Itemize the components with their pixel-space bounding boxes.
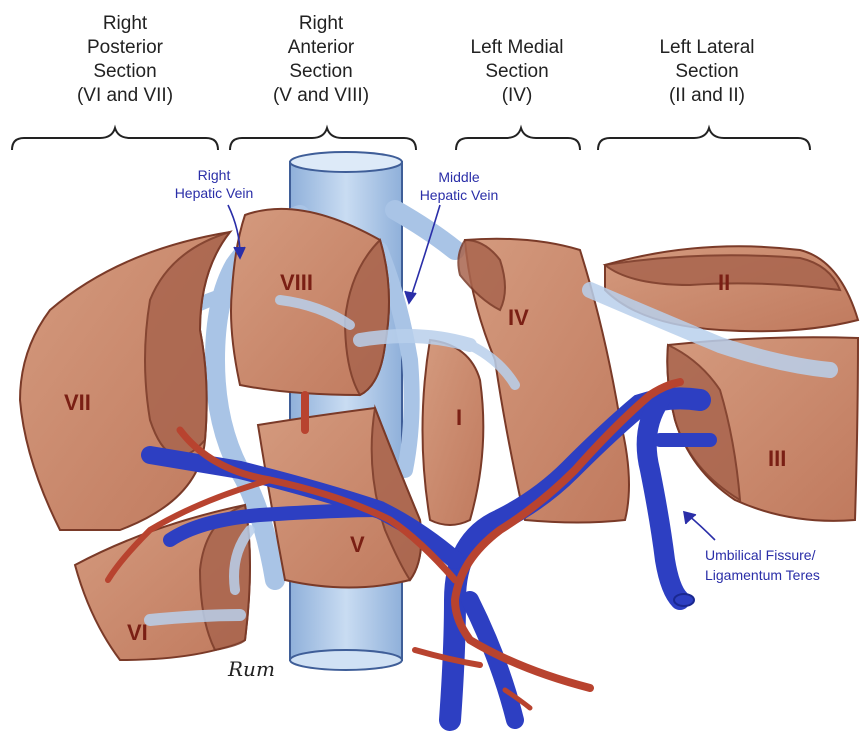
callout-line: Ligamentum Teres [705,567,820,583]
segment-label-v: V [350,532,365,557]
segment-label-vi: VI [127,620,148,645]
arrowhead-umbilical-fissure [684,512,696,524]
brace-right-posterior [12,128,218,150]
segment-vii-lobe [20,232,230,530]
callout-line: Middle [438,169,479,185]
brace-right-anterior [230,128,416,150]
callout-right-hepatic-vein: Right Hepatic Vein [175,167,254,201]
segment-label-iv: IV [508,305,529,330]
callout-line: Umbilical Fissure/ [705,547,816,563]
callout-line: Hepatic Vein [420,187,499,203]
arrow-umbilical-fissure [688,515,715,540]
callout-line: Right [198,167,231,183]
segment-label-viii: VIII [280,270,313,295]
brace-left-lateral [598,128,810,150]
section-braces [12,128,810,150]
segment-label-iii: III [768,446,786,471]
callout-umbilical-fissure: Umbilical Fissure/ Ligamentum Teres [705,547,820,583]
segment-label-i: I [456,405,462,430]
callout-line: Hepatic Vein [175,185,254,201]
segment-label-ii: II [718,270,730,295]
arrowhead-middle-hepatic-vein [405,291,416,303]
callout-middle-hepatic-vein: Middle Hepatic Vein [420,169,499,203]
segment-label-vii: VII [64,390,91,415]
artist-signature: Rum [227,657,275,681]
segment-i-lobe [423,340,484,525]
brace-left-medial [456,128,580,150]
